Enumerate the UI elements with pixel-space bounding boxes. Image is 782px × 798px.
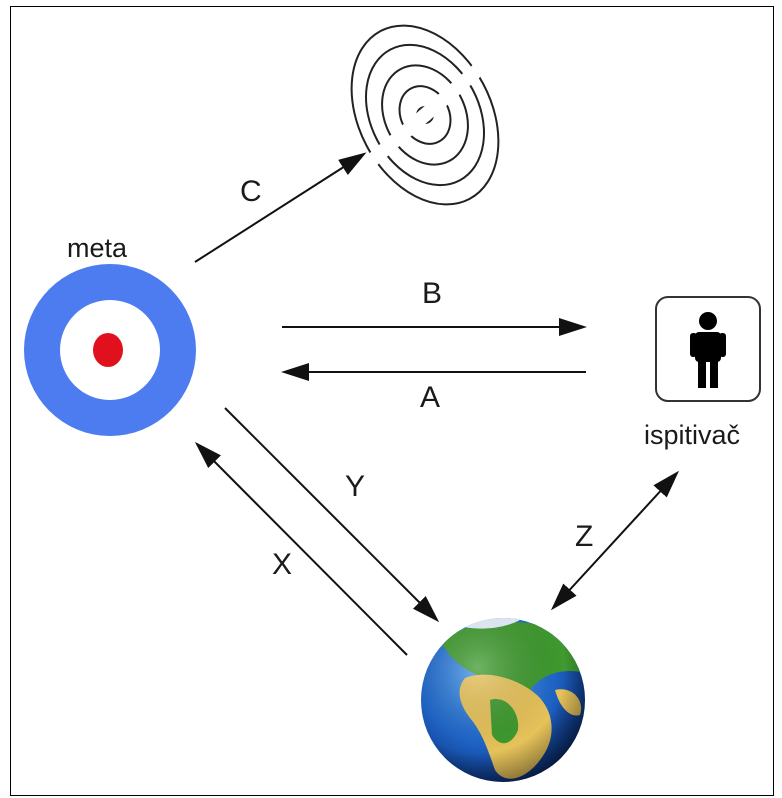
radio-waves-icon	[350, 24, 500, 206]
diagram-frame	[10, 6, 774, 796]
arrow-label-y: Y	[345, 470, 366, 503]
arrow-label-a: A	[420, 381, 441, 414]
person-icon	[655, 296, 761, 402]
earth-globe-icon	[421, 618, 585, 782]
arrow-c	[194, 152, 367, 263]
arrow-label-b: B	[422, 277, 443, 310]
arrow-z	[550, 470, 680, 611]
arrow-label-z: Z	[575, 520, 594, 553]
bullseye-target-icon	[24, 264, 196, 436]
examiner-label: ispitivač	[644, 420, 741, 450]
arrow-x	[194, 441, 408, 656]
target-label: meta	[67, 233, 128, 263]
arrow-label-x: X	[272, 548, 293, 581]
arrow-y	[224, 407, 440, 623]
arrow-label-c: C	[240, 175, 262, 208]
